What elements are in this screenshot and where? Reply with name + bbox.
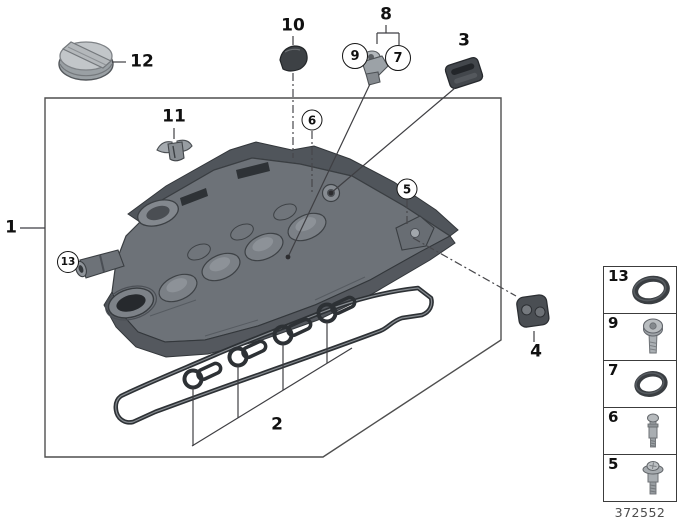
callout-12[interactable]: 12 (130, 51, 154, 72)
callout-circled-9[interactable]: 9 (342, 43, 368, 69)
callout-2[interactable]: 2 (271, 414, 283, 435)
callout-circled-13[interactable]: 13 (57, 251, 79, 273)
collar-screw-icon (642, 461, 664, 495)
leader-lines-solid (20, 25, 535, 447)
callout-circled-13-label: 13 (60, 255, 76, 268)
drawing-number: 372552 (614, 505, 666, 520)
frame-border (44, 97, 502, 458)
callout-circled-9-label: 9 (350, 48, 360, 64)
o-ring-large-icon (632, 275, 670, 305)
cam-humps-back (187, 203, 297, 261)
legend-label-5: 5 (608, 455, 619, 473)
eyelet-gasket (272, 317, 313, 346)
oil-separator-opening (105, 285, 157, 321)
callout-circled-7-label: 7 (393, 50, 403, 66)
eyelet-gasket (182, 361, 223, 390)
cover-front-skirt (103, 235, 456, 358)
end-cap-part (516, 294, 550, 328)
cam-humps-front (158, 212, 327, 303)
grommet-part (444, 56, 484, 90)
legend-label-9: 9 (608, 314, 619, 332)
o-ring-icon (634, 371, 668, 397)
oil-filler-cap (58, 41, 114, 81)
torx-pan-screw-icon (642, 318, 664, 354)
callout-circled-7[interactable]: 7 (385, 45, 411, 71)
callout-circled-6-label: 6 (307, 113, 317, 127)
legend-item-5[interactable]: 5 (604, 455, 676, 501)
gasket-channel (115, 287, 433, 423)
stud-screw-icon (647, 413, 659, 448)
cover-vent-slot (236, 162, 270, 179)
callout-3[interactable]: 3 (458, 30, 470, 51)
legend-item-9[interactable]: 9 (604, 314, 676, 361)
retaining-clip (156, 139, 193, 162)
callout-4[interactable]: 4 (530, 341, 542, 362)
legend-panel: 13 9 7 (603, 266, 677, 502)
callout-11[interactable]: 11 (162, 106, 186, 127)
callout-10[interactable]: 10 (281, 15, 305, 36)
callout-1[interactable]: 1 (5, 217, 17, 238)
legend-item-6[interactable]: 6 (604, 408, 676, 455)
oil-filler-boss (137, 199, 179, 227)
mounting-ear (395, 215, 435, 251)
legend-item-13[interactable]: 13 (604, 267, 676, 314)
legend-item-7[interactable]: 7 (604, 361, 676, 408)
legend-label-7: 7 (608, 361, 619, 379)
callout-circled-6[interactable]: 6 (301, 109, 323, 131)
blind-plug (279, 45, 308, 72)
eyelet-gasket (227, 339, 268, 368)
callout-circled-5-label: 5 (402, 182, 412, 196)
profile-gasket (113, 285, 434, 425)
callout-8[interactable]: 8 (380, 4, 392, 25)
eyelet-gasket (316, 295, 357, 324)
cover-vent-slot (180, 188, 208, 206)
leader-dot (285, 254, 291, 260)
camshaft-sensor (361, 50, 389, 86)
legend-label-13: 13 (608, 267, 629, 285)
valve-cover-drawing (75, 141, 459, 358)
leader-lines-dashdot (292, 73, 517, 297)
cover-ribs (149, 276, 366, 337)
leader-dot (328, 190, 334, 196)
callout-circled-5[interactable]: 5 (396, 178, 418, 200)
legend-label-6: 6 (608, 408, 619, 426)
breather-tube (75, 249, 125, 279)
